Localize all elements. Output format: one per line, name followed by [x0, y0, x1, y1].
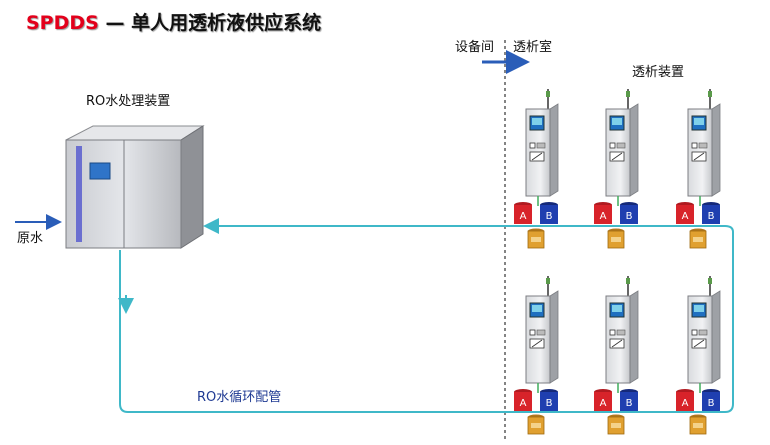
machine-dial-needle — [693, 339, 705, 348]
machine-dial-needle — [531, 339, 543, 348]
title-brand: SPDDS — [26, 12, 99, 34]
bottle-b-label: B — [708, 398, 715, 409]
machine-button — [609, 329, 616, 336]
machine-side — [549, 290, 559, 384]
bottle-b — [620, 205, 638, 224]
machine-indicator — [536, 329, 546, 336]
machine-dial-needle — [693, 152, 705, 161]
machine-dial-needle — [611, 152, 623, 161]
machine-screen-glare — [694, 118, 704, 125]
machine-lamp — [626, 91, 630, 97]
machine-lamp — [708, 278, 712, 284]
machine-lamp — [708, 91, 712, 97]
machine-lamp — [546, 278, 550, 284]
page-title: SPDDS — 单人用透析液供应系统 — [26, 8, 321, 35]
bottle-a — [594, 392, 612, 411]
bottle-b — [620, 392, 638, 411]
ro-loop-label: RO水循环配管 — [197, 390, 282, 405]
bottle-a — [514, 205, 532, 224]
machine-button — [691, 329, 698, 336]
machine-lamp — [626, 278, 630, 284]
machine-side — [711, 103, 721, 197]
bottle-a-label: A — [600, 398, 607, 409]
title-dash: — — [105, 12, 125, 34]
bottle-a — [514, 392, 532, 411]
machine-screen-glare — [612, 118, 622, 125]
canister-label-band — [531, 423, 541, 428]
equipment-room-label: 设备间 — [455, 40, 495, 55]
canister-label-band — [611, 237, 621, 242]
canister-label-band — [531, 237, 541, 242]
bottle-b — [702, 205, 720, 224]
bottle-b-label: B — [626, 211, 633, 222]
machine-button — [609, 142, 616, 149]
ro-treatment-unit — [65, 125, 205, 249]
machine-screen-glare — [532, 305, 542, 312]
bottle-b-label: B — [626, 398, 633, 409]
machine-side — [629, 290, 639, 384]
machine-side — [549, 103, 559, 197]
bottle-b-label: B — [546, 211, 553, 222]
bottle-a-label: A — [520, 211, 527, 222]
bottle-a-label: A — [600, 211, 607, 222]
machine-side — [711, 290, 721, 384]
machine-button — [529, 329, 536, 336]
bottle-a — [676, 205, 694, 224]
bottle-a-label: A — [682, 398, 689, 409]
bottle-a — [676, 392, 694, 411]
ro-loop-piping — [119, 218, 734, 413]
canister-label-band — [611, 423, 621, 428]
machine-indicator — [536, 142, 546, 149]
dialysis-room-label: 透析室 — [513, 40, 553, 55]
title-text: 单人用透析液供应系统 — [131, 12, 322, 34]
machine-indicator — [698, 329, 708, 336]
machine-screen-glare — [694, 305, 704, 312]
machine-button — [691, 142, 698, 149]
machine-lamp — [546, 91, 550, 97]
machine-side — [629, 103, 639, 197]
machine-indicator — [616, 329, 626, 336]
bottle-b-label: B — [708, 211, 715, 222]
machine-indicator — [616, 142, 626, 149]
bottle-b — [540, 392, 558, 411]
raw-water-label: 原水 — [17, 231, 44, 246]
bottle-b — [702, 392, 720, 411]
ro-unit-label: RO水处理装置 — [86, 94, 171, 109]
bottle-a — [594, 205, 612, 224]
machine-screen-glare — [612, 305, 622, 312]
bottle-a-label: A — [520, 398, 527, 409]
machine-button — [529, 142, 536, 149]
bottle-b — [540, 205, 558, 224]
bottle-b-label: B — [546, 398, 553, 409]
canister-label-band — [693, 423, 703, 428]
machine-dial-needle — [531, 152, 543, 161]
bottle-a-label: A — [682, 211, 689, 222]
machine-dial-needle — [611, 339, 623, 348]
canister-label-band — [693, 237, 703, 242]
dialysis-devices-label: 透析装置 — [632, 65, 685, 80]
machine-screen-glare — [532, 118, 542, 125]
machine-indicator — [698, 142, 708, 149]
